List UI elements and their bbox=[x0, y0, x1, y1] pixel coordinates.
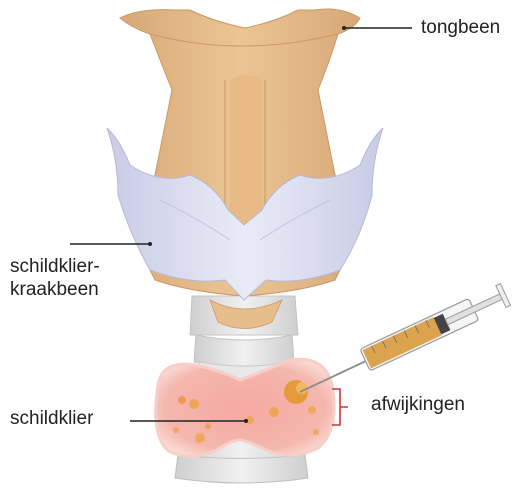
label-schildklier: schildklier bbox=[10, 408, 93, 430]
label-afwijkingen: afwijkingen bbox=[371, 394, 465, 416]
label-schildklier-kraakbeen-2: kraakbeen bbox=[10, 279, 99, 301]
label-schildklier-kraakbeen-1: schildklier- bbox=[10, 256, 100, 278]
label-tongbeen: tongbeen bbox=[421, 17, 500, 39]
syringe-icon bbox=[300, 284, 511, 392]
